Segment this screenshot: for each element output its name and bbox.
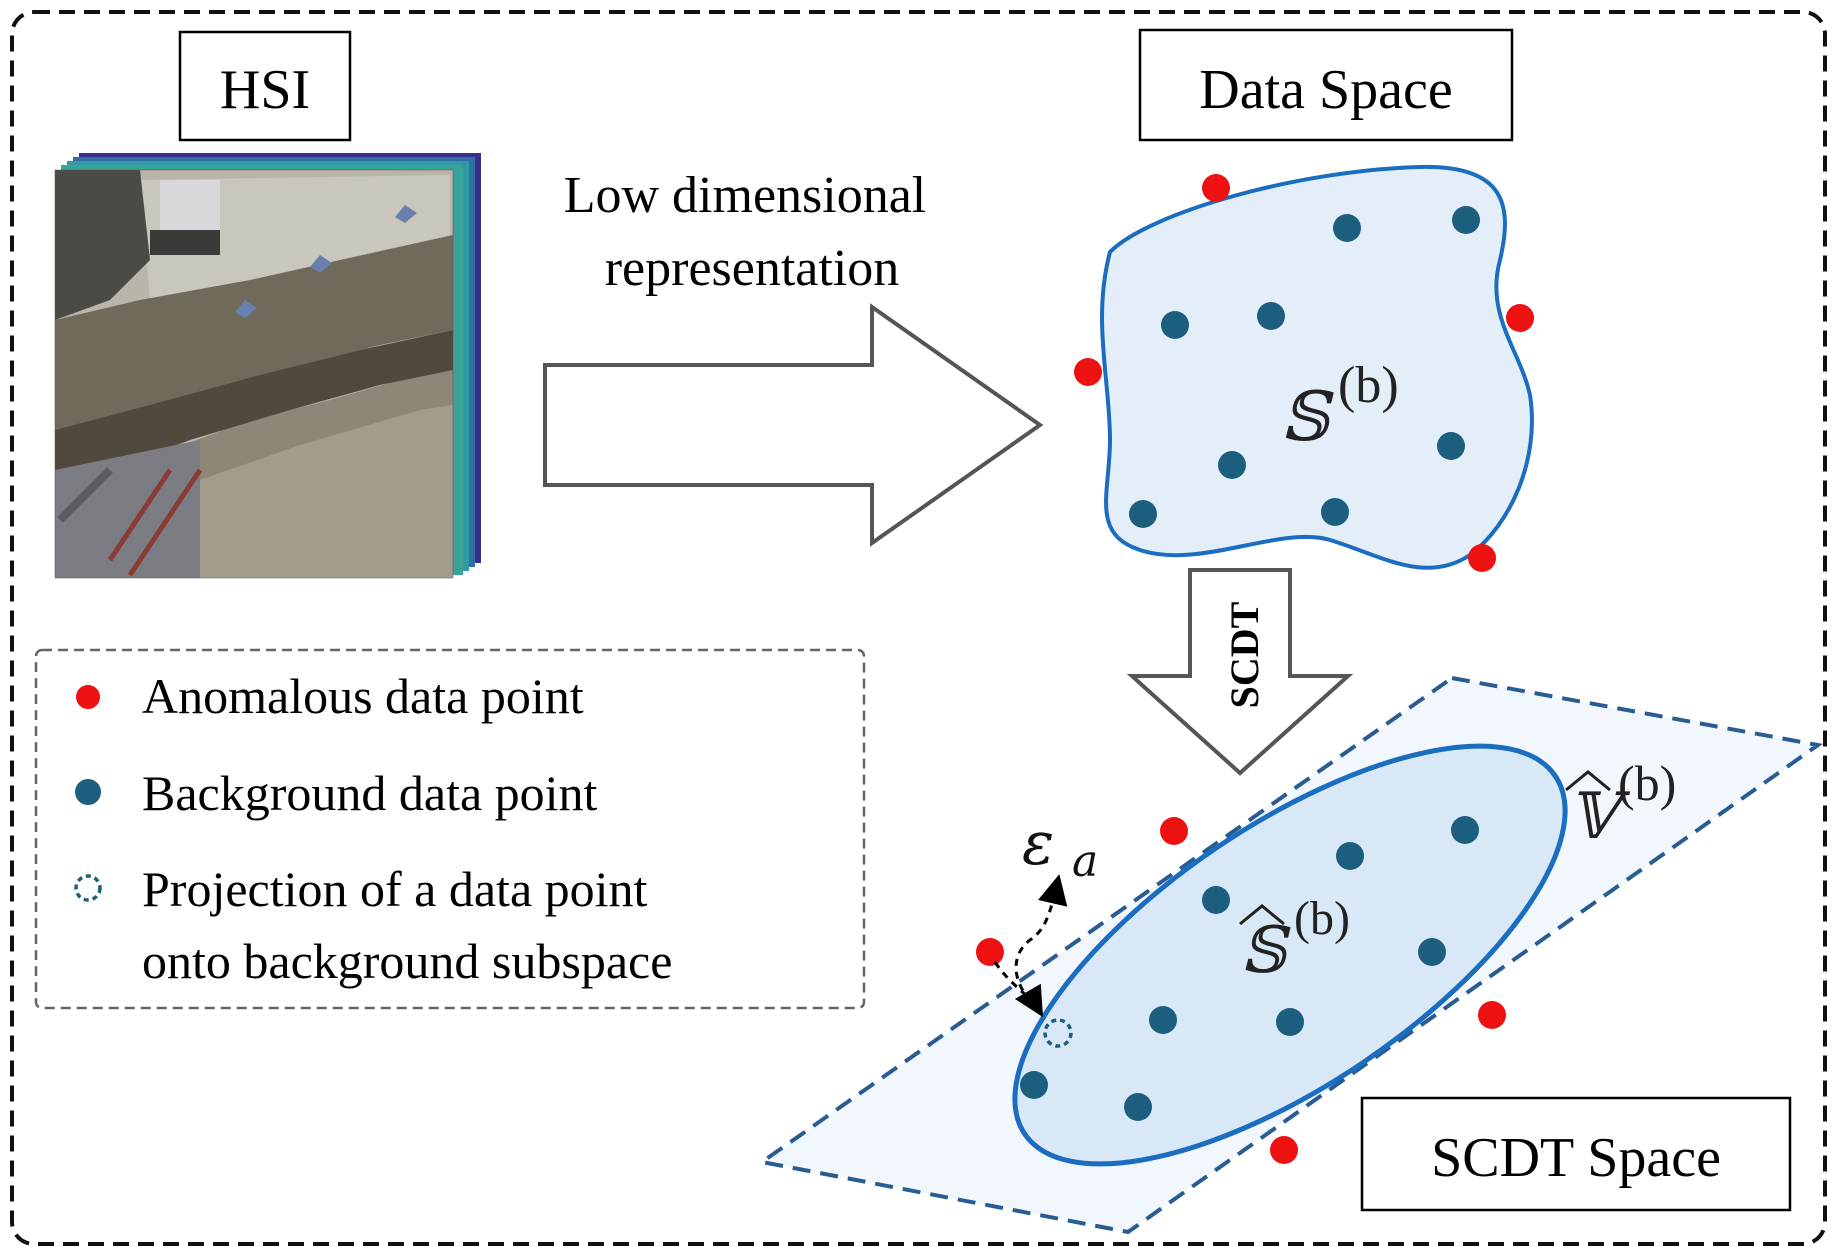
outer-frame: [10, 10, 1827, 1246]
anomalous-point: [1506, 304, 1534, 332]
legend-projection-label-line1: Projection of a data point: [142, 861, 648, 917]
legend-projection-marker: [74, 874, 102, 902]
legend-box: [34, 648, 866, 1010]
background-point: [1149, 1006, 1177, 1034]
s-set-symbol: 𝕊: [1280, 378, 1334, 457]
background-point: [1336, 842, 1364, 870]
background-point: [1333, 214, 1361, 242]
scdt-arrow: [1126, 568, 1354, 776]
background-point: [1451, 816, 1479, 844]
background-point: [1124, 1093, 1152, 1121]
legend-background-marker: [75, 779, 101, 805]
background-point: [1020, 1071, 1048, 1099]
background-point: [1257, 302, 1285, 330]
s-set-superscript: (b): [1338, 357, 1399, 414]
s-hat-symbol: 𝕊: [1240, 914, 1291, 988]
epsilon-symbol: ε: [1022, 809, 1054, 879]
s-hat-superscript: (b): [1294, 892, 1350, 945]
legend-background-label: Background data point: [142, 765, 598, 821]
scdt-arrow-label: SCDT: [1222, 601, 1267, 708]
background-point: [1452, 206, 1480, 234]
hsi-label-box: [178, 30, 352, 142]
anomalous-point: [1270, 1136, 1298, 1164]
projected-background-ellipse: [1012, 743, 1568, 1167]
background-point: [1161, 311, 1189, 339]
scdt-space-label-box: [1360, 1096, 1792, 1212]
background-point: [1418, 938, 1446, 966]
v-hat-superscript: (b): [1618, 755, 1676, 811]
background-point: [1202, 886, 1230, 914]
lowdim-text-line1: Low dimensional: [564, 167, 927, 224]
legend-anomalous-marker: [76, 685, 100, 709]
anomalous-point: [1160, 817, 1188, 845]
background-point: [1276, 1008, 1304, 1036]
anomalous-point: [1478, 1001, 1506, 1029]
background-point: [1218, 451, 1246, 479]
background-point: [1321, 498, 1349, 526]
legend-projection-label-line2: onto background subspace: [142, 933, 672, 989]
lowdim-text-line2: representation: [605, 240, 900, 297]
hsi-cube-image: [54, 153, 481, 579]
lowdim-arrow: [543, 303, 1044, 547]
projection-point: [1043, 1018, 1073, 1048]
legend-anomalous-label: Anomalous data point: [142, 668, 584, 724]
data-space-points: [1074, 174, 1534, 572]
legend: Anomalous data point Background data poi…: [34, 648, 866, 1010]
data-space-label: Data Space: [1199, 59, 1452, 121]
s-hat-accent: [1239, 904, 1285, 926]
data-space-label-box: [1138, 28, 1514, 142]
background-point: [1129, 500, 1157, 528]
hsi-label: HSI: [220, 59, 310, 121]
background-point: [1437, 432, 1465, 460]
anomalous-point: [1074, 358, 1102, 386]
anomalous-point: [976, 938, 1004, 966]
anomalous-point: [1202, 174, 1230, 202]
scdt-space-points: [976, 816, 1506, 1164]
residual-arrow: [1014, 874, 1068, 1012]
scdt-space-label: SCDT Space: [1431, 1127, 1721, 1189]
anomalous-point: [1468, 544, 1496, 572]
epsilon-subscript: a: [1072, 836, 1098, 887]
v-hat-accent: [1565, 770, 1611, 792]
